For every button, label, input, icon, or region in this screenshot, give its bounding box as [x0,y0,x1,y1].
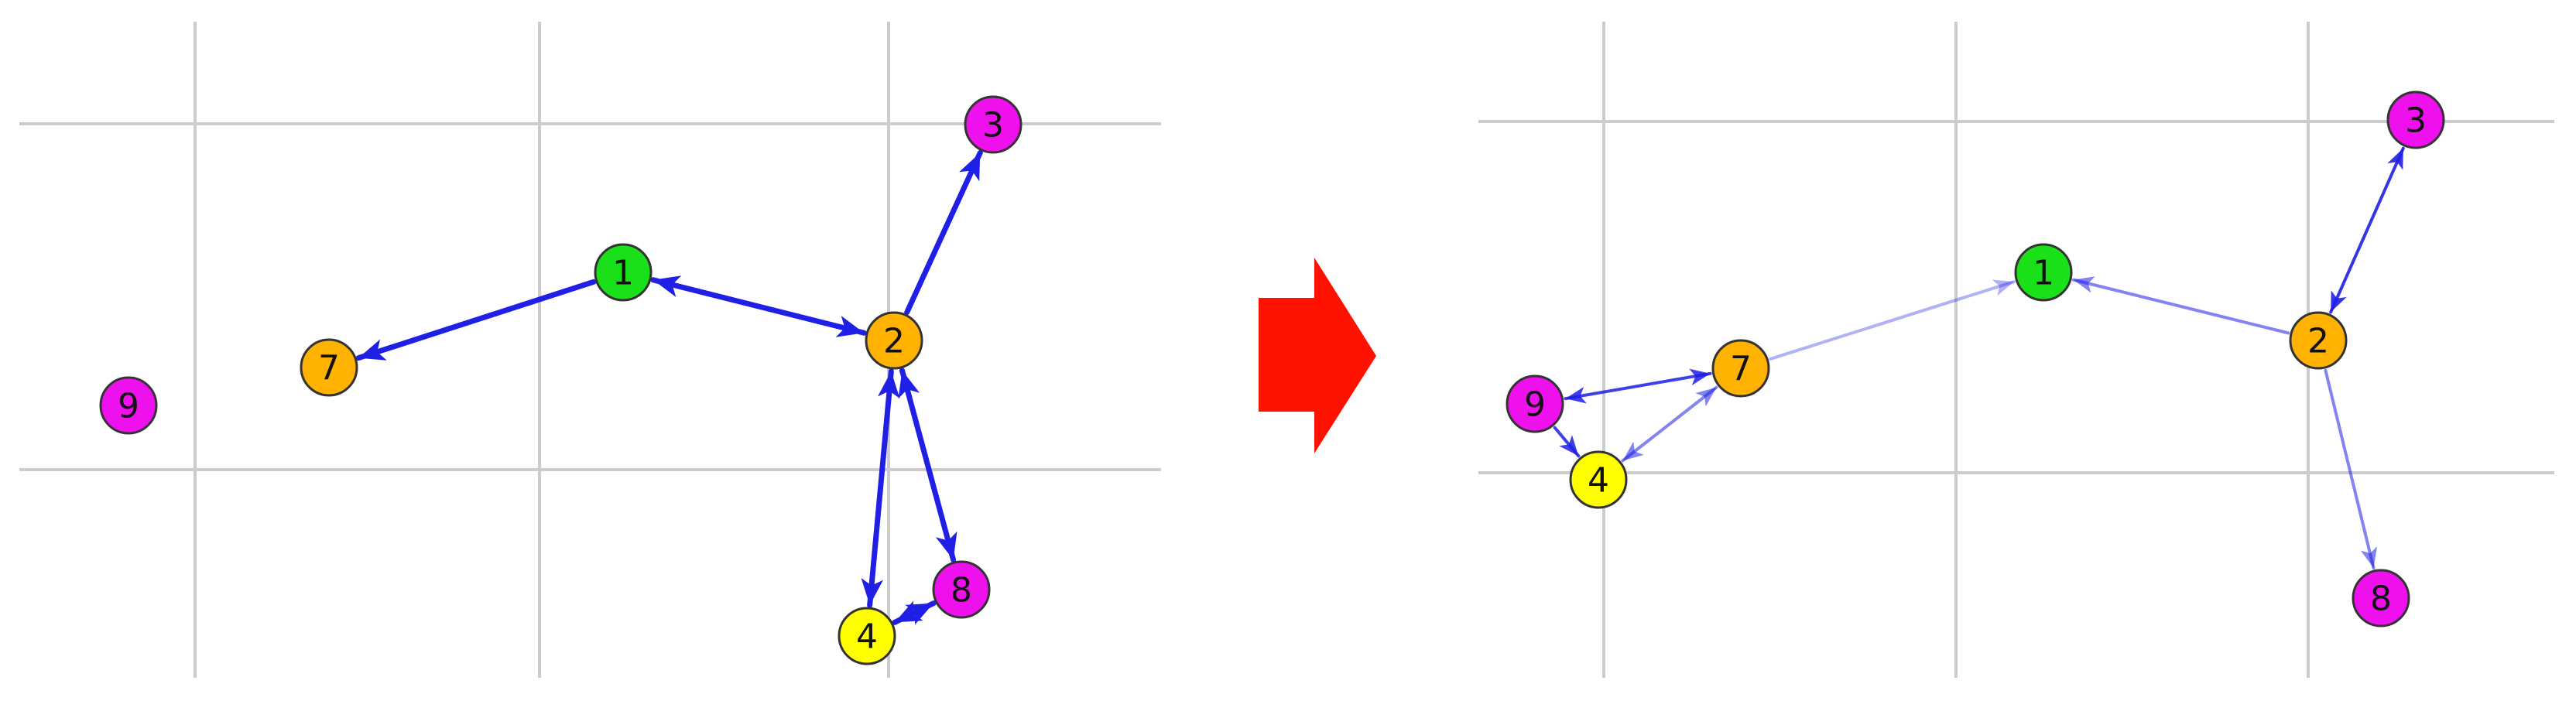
edge-line [904,149,983,316]
arrowhead-icon [1559,435,1579,457]
arrowhead-icon [861,578,883,606]
edge-3-2 [2329,146,2405,314]
edge-4-8 [892,600,937,625]
edge-line [355,279,597,361]
nodes-before: 1 2 3 4 7 8 9 [99,95,1023,665]
arrowhead-icon [894,600,923,623]
node-circle [2386,91,2445,149]
node-label: 9 [1524,385,1546,425]
arrowhead-icon [2387,148,2403,170]
node-9: 9 [1506,374,1564,433]
node-label: 3 [982,106,1004,145]
arrowhead-icon [1622,441,1644,461]
node-4: 4 [1569,450,1628,509]
arrowhead-icon [2073,276,2095,293]
edge-2-3 [904,149,983,316]
arrowhead-icon [878,371,900,398]
arrowhead-icon [1689,368,1711,386]
node-circle [1506,374,1564,433]
edge-line [650,277,867,336]
edge-1-7 [355,279,597,361]
node-1: 1 [594,243,653,302]
arrowhead-icon [959,152,981,182]
node-circle [865,311,923,370]
node-label: 9 [118,387,139,426]
node-3: 3 [964,95,1023,154]
node-circle [2289,311,2348,370]
edge-line [867,368,894,608]
node-9: 9 [99,376,158,435]
node-circle [300,338,358,397]
node-2: 2 [2289,311,2348,370]
edge-line [2329,146,2405,314]
node-7: 7 [1711,339,1770,398]
node-1: 1 [2014,243,2073,302]
node-circle [1569,450,1628,509]
graph-panel-after: 1 2 3 4 7 8 9 [1478,22,2554,678]
node-label: 8 [2370,580,2392,619]
node-label: 4 [1588,461,1609,501]
node-7: 7 [300,338,358,397]
arrowhead-icon [358,339,387,361]
node-8: 8 [932,560,991,619]
edge-2-1 [2071,276,2290,335]
arrowhead-icon [1992,279,2014,296]
edge-line [899,368,957,563]
node-circle [932,560,991,619]
graph-panel-before: 1 2 3 4 7 8 9 [19,22,1161,678]
edge-2-8 [898,368,957,563]
arrowhead-icon [835,316,865,337]
edge-9-7 [1564,368,1712,404]
edge-1-2 [650,275,867,337]
edge-2-8 [2324,368,2378,570]
node-label: 7 [1730,350,1752,389]
node-4: 4 [838,607,896,665]
node-label: 8 [951,571,972,610]
node-circle [838,607,896,665]
node-label: 1 [2033,254,2054,293]
node-label: 2 [2307,322,2329,361]
arrowhead-icon [2360,546,2378,569]
edge-2-4 [861,368,900,608]
edge-line [1769,280,2016,361]
node-3: 3 [2386,91,2445,149]
node-label: 7 [318,349,340,388]
edges-before [355,149,983,625]
right-arrow-icon [1259,258,1376,453]
edge-7-1 [1769,279,2016,361]
edges-after [1553,146,2405,570]
node-circle [2014,243,2073,302]
arrowhead-icon [1695,387,1717,407]
edge-line [1621,385,1718,463]
node-circle [964,95,1023,154]
arrowhead-icon [1565,386,1587,404]
node-label: 3 [2405,101,2427,141]
node-2: 2 [865,311,923,370]
node-circle [594,243,653,302]
edge-line [2324,368,2376,570]
node-label: 4 [856,617,878,657]
node-8: 8 [2352,569,2410,627]
node-label: 2 [883,322,905,361]
edge-line [2071,278,2290,335]
arrowhead-icon [2331,290,2347,313]
arrowhead-icon [653,275,682,297]
node-circle [2352,569,2410,627]
node-circle [99,376,158,435]
node-label: 1 [612,254,634,293]
arrowhead-icon [935,531,957,560]
edge-7-4 [1621,385,1718,463]
edge-line [1564,371,1712,401]
arrowhead-icon [898,370,920,399]
node-circle [1711,339,1770,398]
edge-9-4 [1553,426,1581,458]
nodes-after: 1 2 3 4 7 8 9 [1506,91,2445,627]
